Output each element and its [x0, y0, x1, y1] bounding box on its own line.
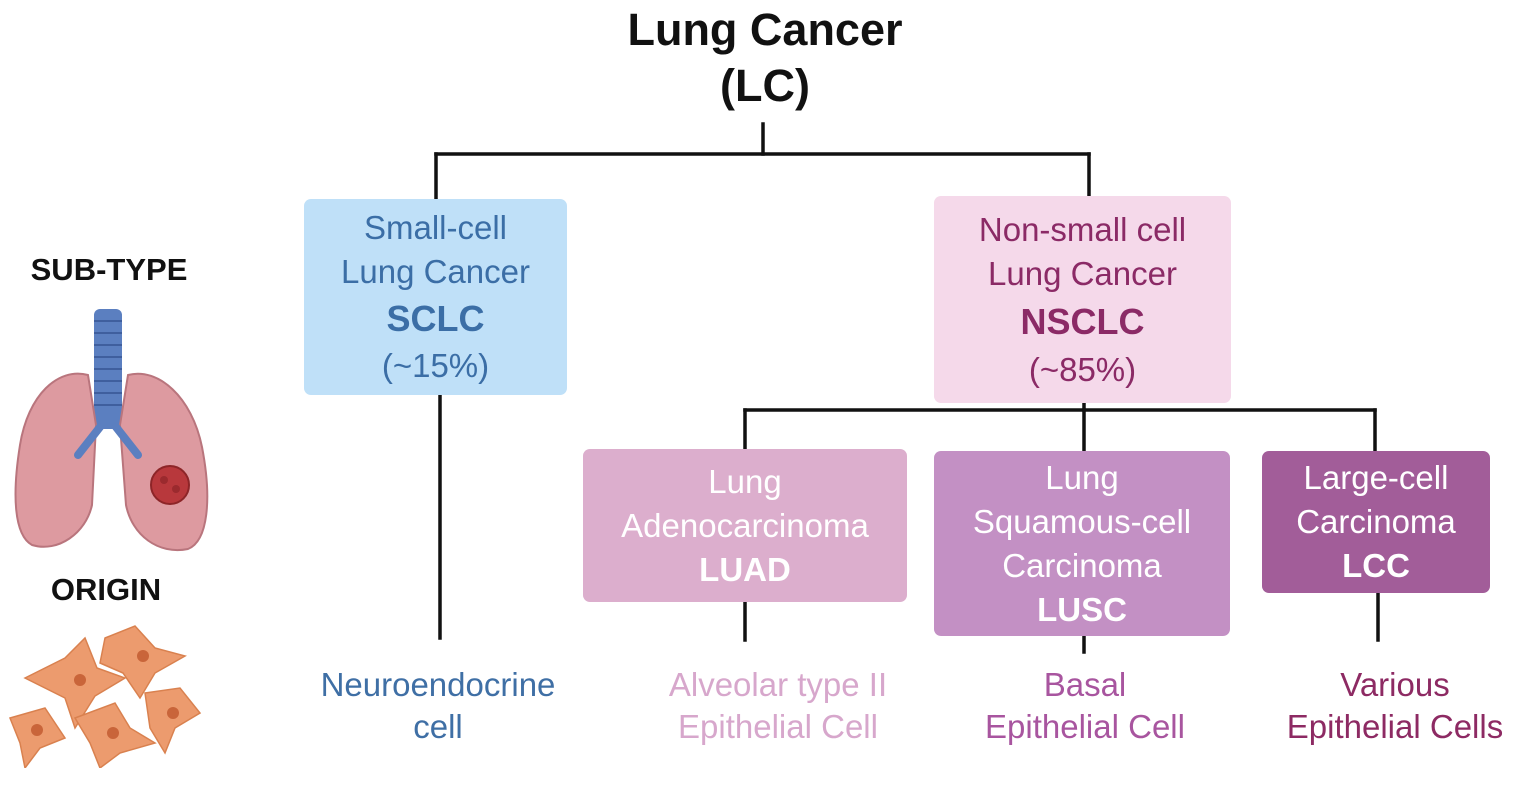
origin-lcc-line-2: Epithelial Cells: [1286, 708, 1504, 745]
sclc-abbreviation: SCLC: [386, 298, 485, 339]
nsclc-percentage: (~85%): [1028, 350, 1137, 388]
origin-lcc-line-1: Various: [1340, 666, 1450, 703]
subtype-row-label: SUB-TYPE: [30, 252, 188, 287]
lcc-abbreviation: LCC: [1342, 547, 1410, 584]
lcc-name-line-1: Large-cell: [1303, 459, 1449, 496]
nsclc-name-line-2: Lung Cancer: [988, 254, 1177, 292]
nsclc-type-box-lcc: Large-cell Carcinoma LCC: [1262, 451, 1490, 593]
origin-luad-line-1: Alveolar type II: [668, 666, 888, 703]
origin-sclc-line-1: Neuroendocrine: [320, 666, 556, 703]
nsclc-type-box-luad: Lung Adenocarcinoma LUAD: [583, 449, 907, 602]
nsclc-abbreviation: NSCLC: [1020, 300, 1145, 342]
origin-luad-line-2: Epithelial Cell: [678, 708, 878, 745]
lungs-with-tumor-icon: [14, 309, 209, 552]
origin-lusc: Basal Epithelial Cell: [935, 664, 1235, 748]
lusc-abbreviation: LUSC: [1037, 590, 1127, 628]
origin-lusc-line-1: Basal: [1043, 666, 1127, 703]
luad-abbreviation: LUAD: [699, 550, 791, 588]
sclc-name-line-1: Small-cell: [363, 209, 508, 246]
title-line-1: Lung Cancer: [627, 4, 903, 55]
diagram-title: Lung Cancer (LC): [560, 2, 970, 114]
origin-lusc-line-2: Epithelial Cell: [985, 708, 1185, 745]
nsclc-name-line-1: Non-small cell: [978, 210, 1187, 248]
lusc-name-line-2: Squamous-cell: [972, 502, 1192, 540]
lusc-name-line-3: Carcinoma: [1002, 546, 1162, 584]
origin-sclc-line-2: cell: [413, 708, 463, 745]
lcc-name-line-2: Carcinoma: [1296, 503, 1456, 540]
title-line-2: (LC): [720, 60, 810, 111]
luad-name-line-2: Adenocarcinoma: [621, 506, 869, 544]
nsclc-type-box-lusc: Lung Squamous-cell Carcinoma LUSC: [934, 451, 1230, 636]
subtype-box-nsclc: Non-small cell Lung Cancer NSCLC (~85%): [934, 196, 1231, 403]
sclc-percentage: (~15%): [381, 347, 490, 384]
origin-row-label: ORIGIN: [50, 572, 162, 607]
sclc-name-line-2: Lung Cancer: [341, 253, 530, 290]
origin-luad: Alveolar type II Epithelial Cell: [618, 664, 938, 748]
luad-name-line-1: Lung: [708, 462, 782, 500]
epithelial-cells-icon: [8, 625, 202, 768]
origin-sclc: Neuroendocrine cell: [283, 664, 593, 748]
subtype-box-sclc: Small-cell Lung Cancer SCLC (~15%): [304, 199, 567, 395]
origin-lcc: Various Epithelial Cells: [1255, 664, 1535, 748]
lusc-name-line-1: Lung: [1045, 458, 1119, 496]
